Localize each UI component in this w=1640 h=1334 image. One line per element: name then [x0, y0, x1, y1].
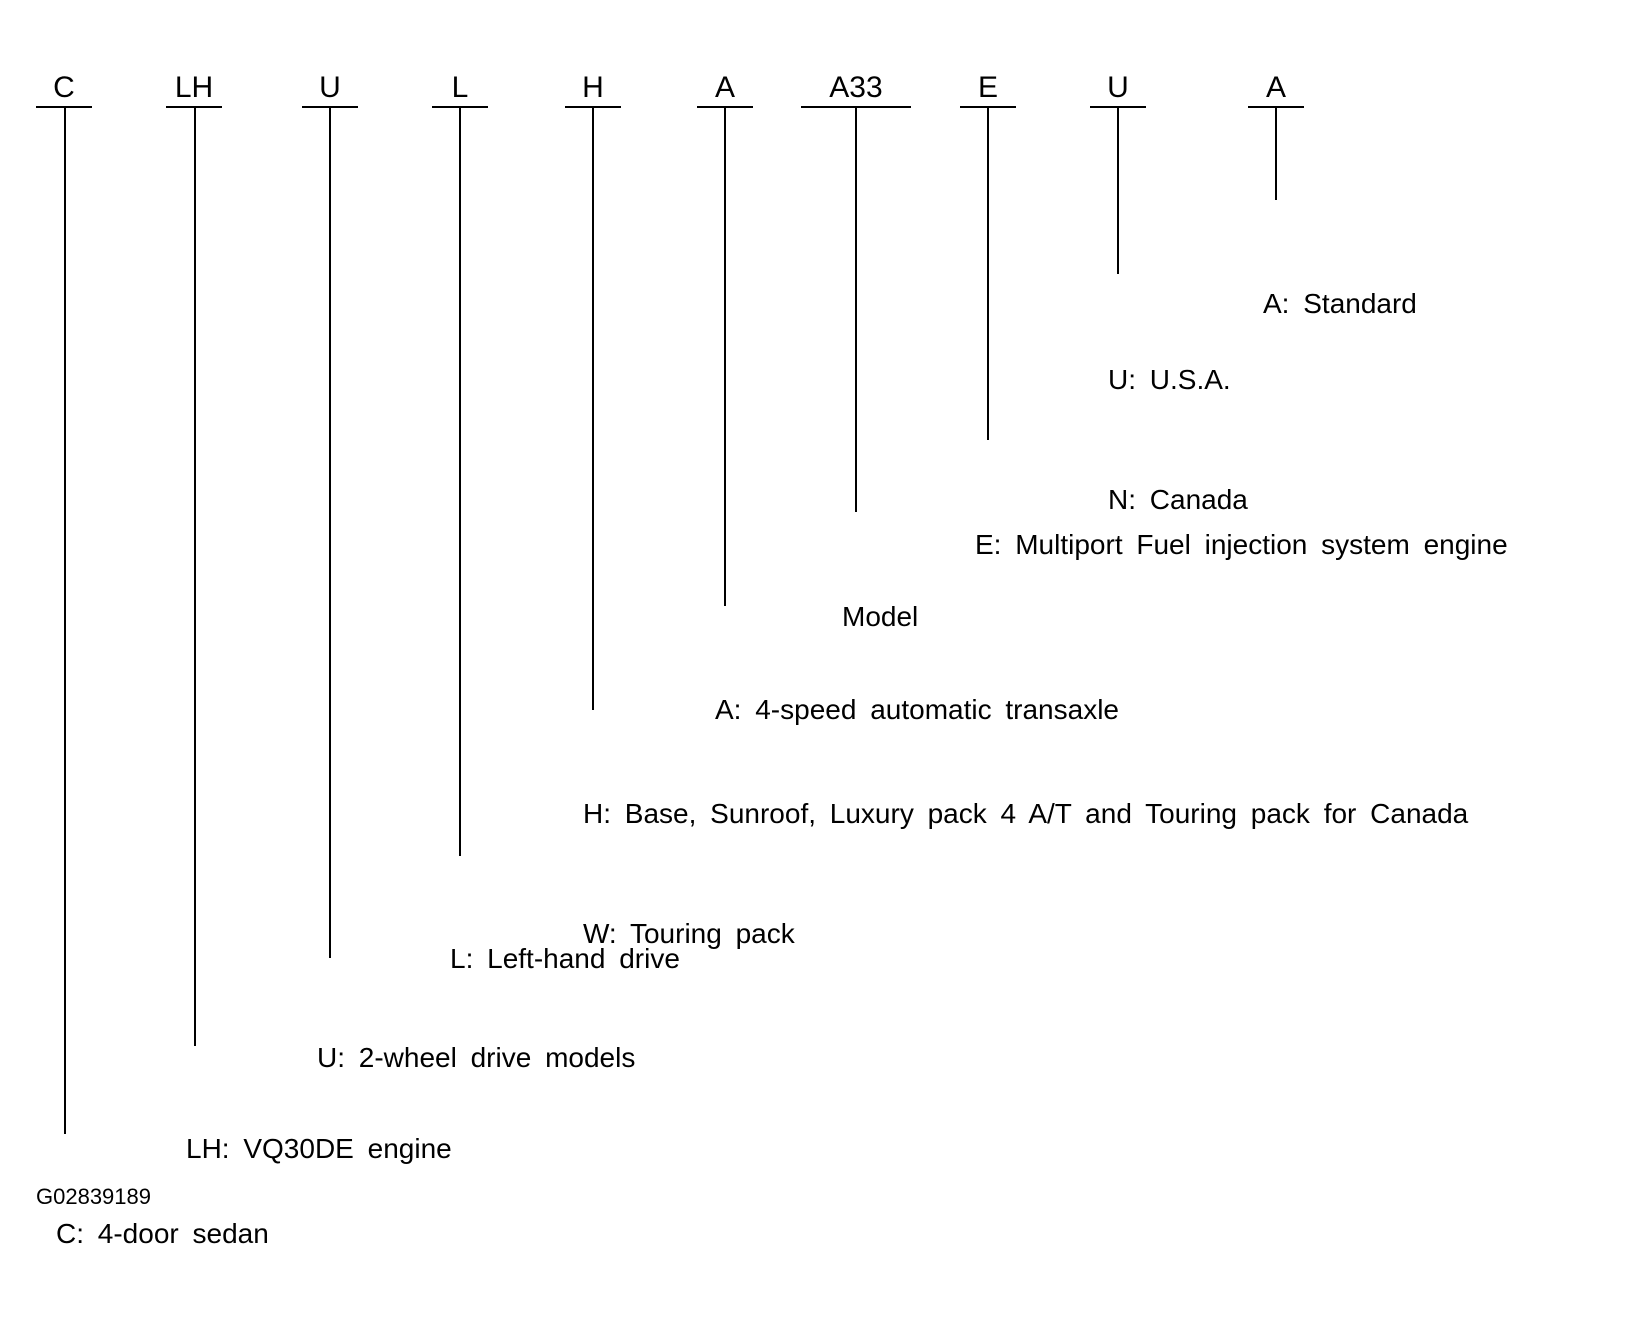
desc-steering: L: Left-hand drive — [450, 859, 680, 1059]
leader-line-engine — [194, 106, 196, 1046]
leader-line-fuel-system — [987, 106, 989, 440]
desc-line: E: Multiport Fuel injection system engin… — [975, 529, 1508, 560]
leader-line-specification — [1275, 106, 1277, 200]
desc-line: W: Touring pack — [583, 918, 795, 949]
desc-line: A: Standard — [1263, 288, 1417, 319]
desc-model: Model — [842, 517, 918, 717]
code-segment-drive: U — [302, 70, 358, 108]
model-code-diagram: C C: 4-door sedan LH LH: VQ30DE engine U… — [36, 70, 1508, 1249]
desc-drive: U: 2-wheel drive models — [317, 958, 635, 1158]
desc-line: N: Canada — [1108, 484, 1248, 515]
code-segment-engine: LH — [166, 70, 222, 108]
desc-line: LH: VQ30DE engine — [186, 1133, 452, 1164]
code-segment-model: A33 — [801, 70, 911, 108]
leader-line-destination — [1117, 106, 1119, 274]
leader-line-steering — [459, 106, 461, 856]
leader-line-grade — [592, 106, 594, 710]
leader-line-drive — [329, 106, 331, 958]
code-segment-specification: A — [1248, 70, 1304, 108]
desc-line: A: 4-speed automatic transaxle — [715, 694, 1119, 725]
code-segment-transaxle: A — [697, 70, 753, 108]
desc-line: U: 2-wheel drive models — [317, 1042, 636, 1073]
leader-line-model — [855, 106, 857, 512]
code-segment-body-type: C — [36, 70, 92, 108]
desc-line: C: 4-door sedan — [56, 1218, 269, 1249]
figure-id: G02839189 — [36, 1184, 151, 1209]
desc-transaxle: A: 4-speed automatic transaxle — [715, 610, 1119, 810]
code-segment-destination: U — [1090, 70, 1146, 108]
desc-line: Model — [842, 601, 919, 632]
desc-line: L: Left-hand drive — [450, 943, 680, 974]
code-segment-fuel-system: E — [960, 70, 1016, 108]
desc-grade: H: Base, Sunroof, Luxury pack 4 A/T and … — [583, 714, 1468, 1034]
desc-body-type: C: 4-door sedan — [56, 1134, 269, 1334]
desc-fuel-system: E: Multiport Fuel injection system engin… — [975, 445, 1508, 645]
leader-line-body-type — [64, 106, 66, 1134]
desc-line: H: Base, Sunroof, Luxury pack 4 A/T and … — [583, 798, 1469, 829]
desc-engine: LH: VQ30DE engine — [186, 1049, 452, 1249]
code-segment-steering: L — [432, 70, 488, 108]
desc-destination: U: U.S.A. N: Canada — [1108, 280, 1248, 600]
desc-specification: A: Standard — [1263, 204, 1417, 404]
desc-line: U: U.S.A. — [1108, 364, 1231, 395]
code-segment-grade: H — [565, 70, 621, 108]
leader-line-transaxle — [724, 106, 726, 606]
